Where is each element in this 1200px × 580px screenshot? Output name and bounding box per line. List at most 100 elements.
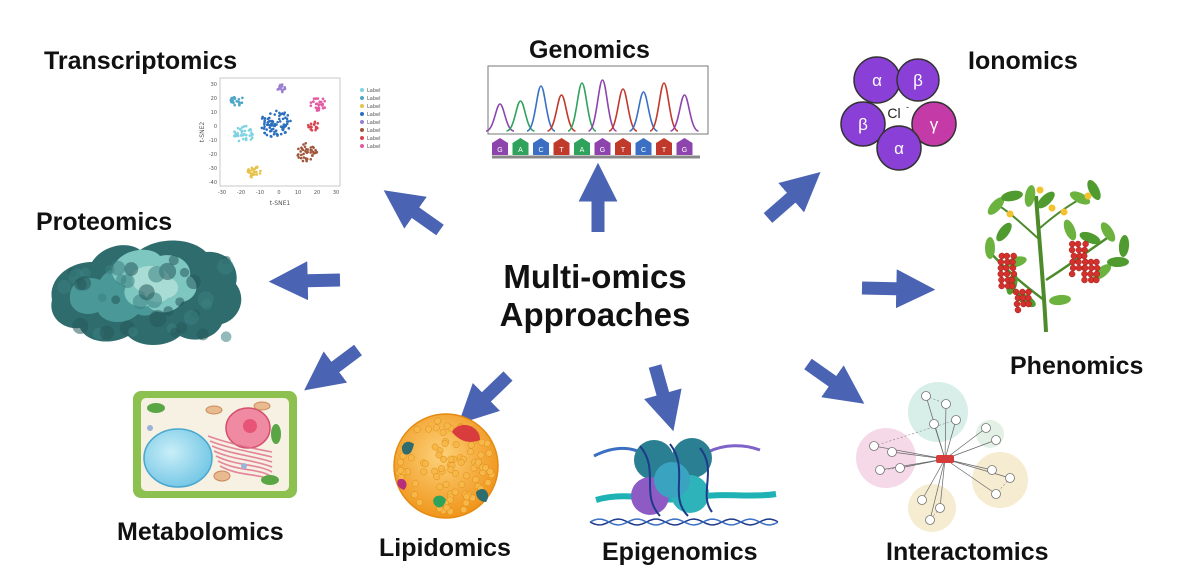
cell-nucleolus bbox=[243, 419, 257, 433]
network-node bbox=[951, 415, 961, 425]
lipid-head bbox=[440, 455, 448, 463]
tsne-x-label: t-SNE1 bbox=[270, 200, 291, 207]
cluster-pink bbox=[856, 428, 916, 488]
lipid-head bbox=[411, 480, 419, 488]
tsne-point bbox=[289, 119, 292, 123]
protein-bump bbox=[179, 267, 190, 278]
tsne-point bbox=[273, 113, 277, 116]
network-edge bbox=[944, 458, 997, 495]
lipid-protein-magenta bbox=[397, 478, 407, 490]
tsne-point bbox=[314, 102, 318, 106]
base-block bbox=[656, 138, 672, 155]
chloride-ion-charge: - bbox=[906, 102, 909, 112]
tsne-legend-label: Label bbox=[367, 120, 381, 126]
lipid-head bbox=[452, 441, 460, 449]
lipid-head bbox=[441, 440, 449, 448]
tsne-point bbox=[309, 128, 313, 131]
tomato-fruit bbox=[1082, 258, 1089, 266]
tsne-point bbox=[314, 97, 318, 100]
protein-bump bbox=[110, 260, 126, 276]
tsne-point bbox=[307, 125, 310, 129]
base-letter: A bbox=[518, 147, 523, 154]
tomato-fruit bbox=[1081, 246, 1088, 254]
protein-bump bbox=[196, 328, 209, 341]
tsne-point bbox=[310, 149, 314, 152]
protein-bump bbox=[105, 265, 115, 275]
network-node bbox=[887, 447, 897, 457]
tsne-points bbox=[229, 83, 327, 179]
tsne-point bbox=[300, 146, 303, 149]
tsne-point bbox=[287, 127, 291, 130]
lipid-head bbox=[407, 454, 415, 462]
subunit-beta-left bbox=[840, 101, 886, 147]
lipid-head bbox=[467, 441, 475, 449]
subunit-label-4: γ bbox=[930, 115, 939, 134]
protein-bump bbox=[124, 262, 139, 276]
tsne-point bbox=[244, 138, 248, 142]
tsne-point bbox=[255, 173, 259, 176]
protein-bump bbox=[183, 309, 199, 325]
tsne-point bbox=[285, 117, 289, 121]
tsne-legend-swatch bbox=[360, 120, 364, 124]
base-letter: G bbox=[682, 147, 687, 154]
tsne-plot-frame bbox=[219, 77, 341, 187]
center-title-line-2: Approaches bbox=[499, 296, 691, 333]
arrow-to-epigenomics bbox=[644, 364, 682, 432]
lipid-droplet-illustration bbox=[393, 413, 499, 519]
tsne-point bbox=[274, 129, 278, 133]
tomato-fruit bbox=[1068, 270, 1076, 278]
network-node bbox=[929, 419, 939, 429]
direction-arrows bbox=[268, 162, 936, 432]
network-edge bbox=[944, 458, 1011, 479]
tsne-legend-swatch bbox=[360, 144, 364, 148]
tsne-point bbox=[278, 114, 281, 118]
base-block bbox=[574, 138, 590, 155]
tomato-fruit bbox=[1093, 276, 1100, 284]
lipid-head bbox=[452, 469, 459, 477]
tsne-point bbox=[252, 167, 256, 171]
tsne-point bbox=[240, 101, 244, 105]
tomato-fruit bbox=[998, 276, 1005, 284]
network-node bbox=[991, 489, 1001, 499]
tsne-point bbox=[249, 138, 253, 141]
lipid-head bbox=[397, 466, 405, 474]
protein-bump bbox=[138, 284, 155, 301]
lipid-head bbox=[478, 438, 486, 446]
network-nodes bbox=[869, 391, 1015, 525]
tomato-fruit bbox=[1093, 258, 1100, 266]
tsne-point bbox=[265, 133, 269, 137]
chromatogram-peak bbox=[670, 94, 699, 132]
lipid-head bbox=[460, 506, 468, 514]
tsne-point bbox=[299, 150, 302, 153]
tsne-legend-swatch bbox=[360, 136, 364, 140]
lipid-head bbox=[477, 451, 485, 459]
tsne-point bbox=[255, 170, 258, 174]
tomato-fruit bbox=[1075, 246, 1083, 254]
tsne-point bbox=[233, 130, 236, 133]
network-node bbox=[895, 463, 905, 473]
chloroplast-2 bbox=[271, 424, 281, 444]
plant-leaf bbox=[985, 237, 995, 259]
tsne-point bbox=[285, 122, 289, 126]
tsne-point bbox=[315, 150, 319, 154]
tsne-point bbox=[242, 125, 246, 128]
base-block bbox=[615, 138, 631, 155]
tsne-legend-swatch bbox=[360, 104, 364, 108]
tsne-point bbox=[314, 148, 317, 152]
protein-bump bbox=[97, 293, 107, 303]
tsne-point bbox=[306, 150, 309, 154]
lipid-head bbox=[420, 468, 428, 476]
arrow-to-interactomics bbox=[804, 358, 865, 404]
tsne-point bbox=[313, 120, 317, 124]
base-block bbox=[635, 138, 652, 155]
cluster-yellow-bottom bbox=[908, 484, 956, 532]
plant-leaf bbox=[1100, 222, 1116, 242]
base-block bbox=[676, 138, 693, 155]
tsne-point bbox=[230, 97, 234, 101]
lipid-head bbox=[425, 425, 433, 433]
lipid-head bbox=[443, 504, 451, 512]
network-hub bbox=[936, 455, 954, 463]
tsne-point bbox=[241, 96, 244, 100]
